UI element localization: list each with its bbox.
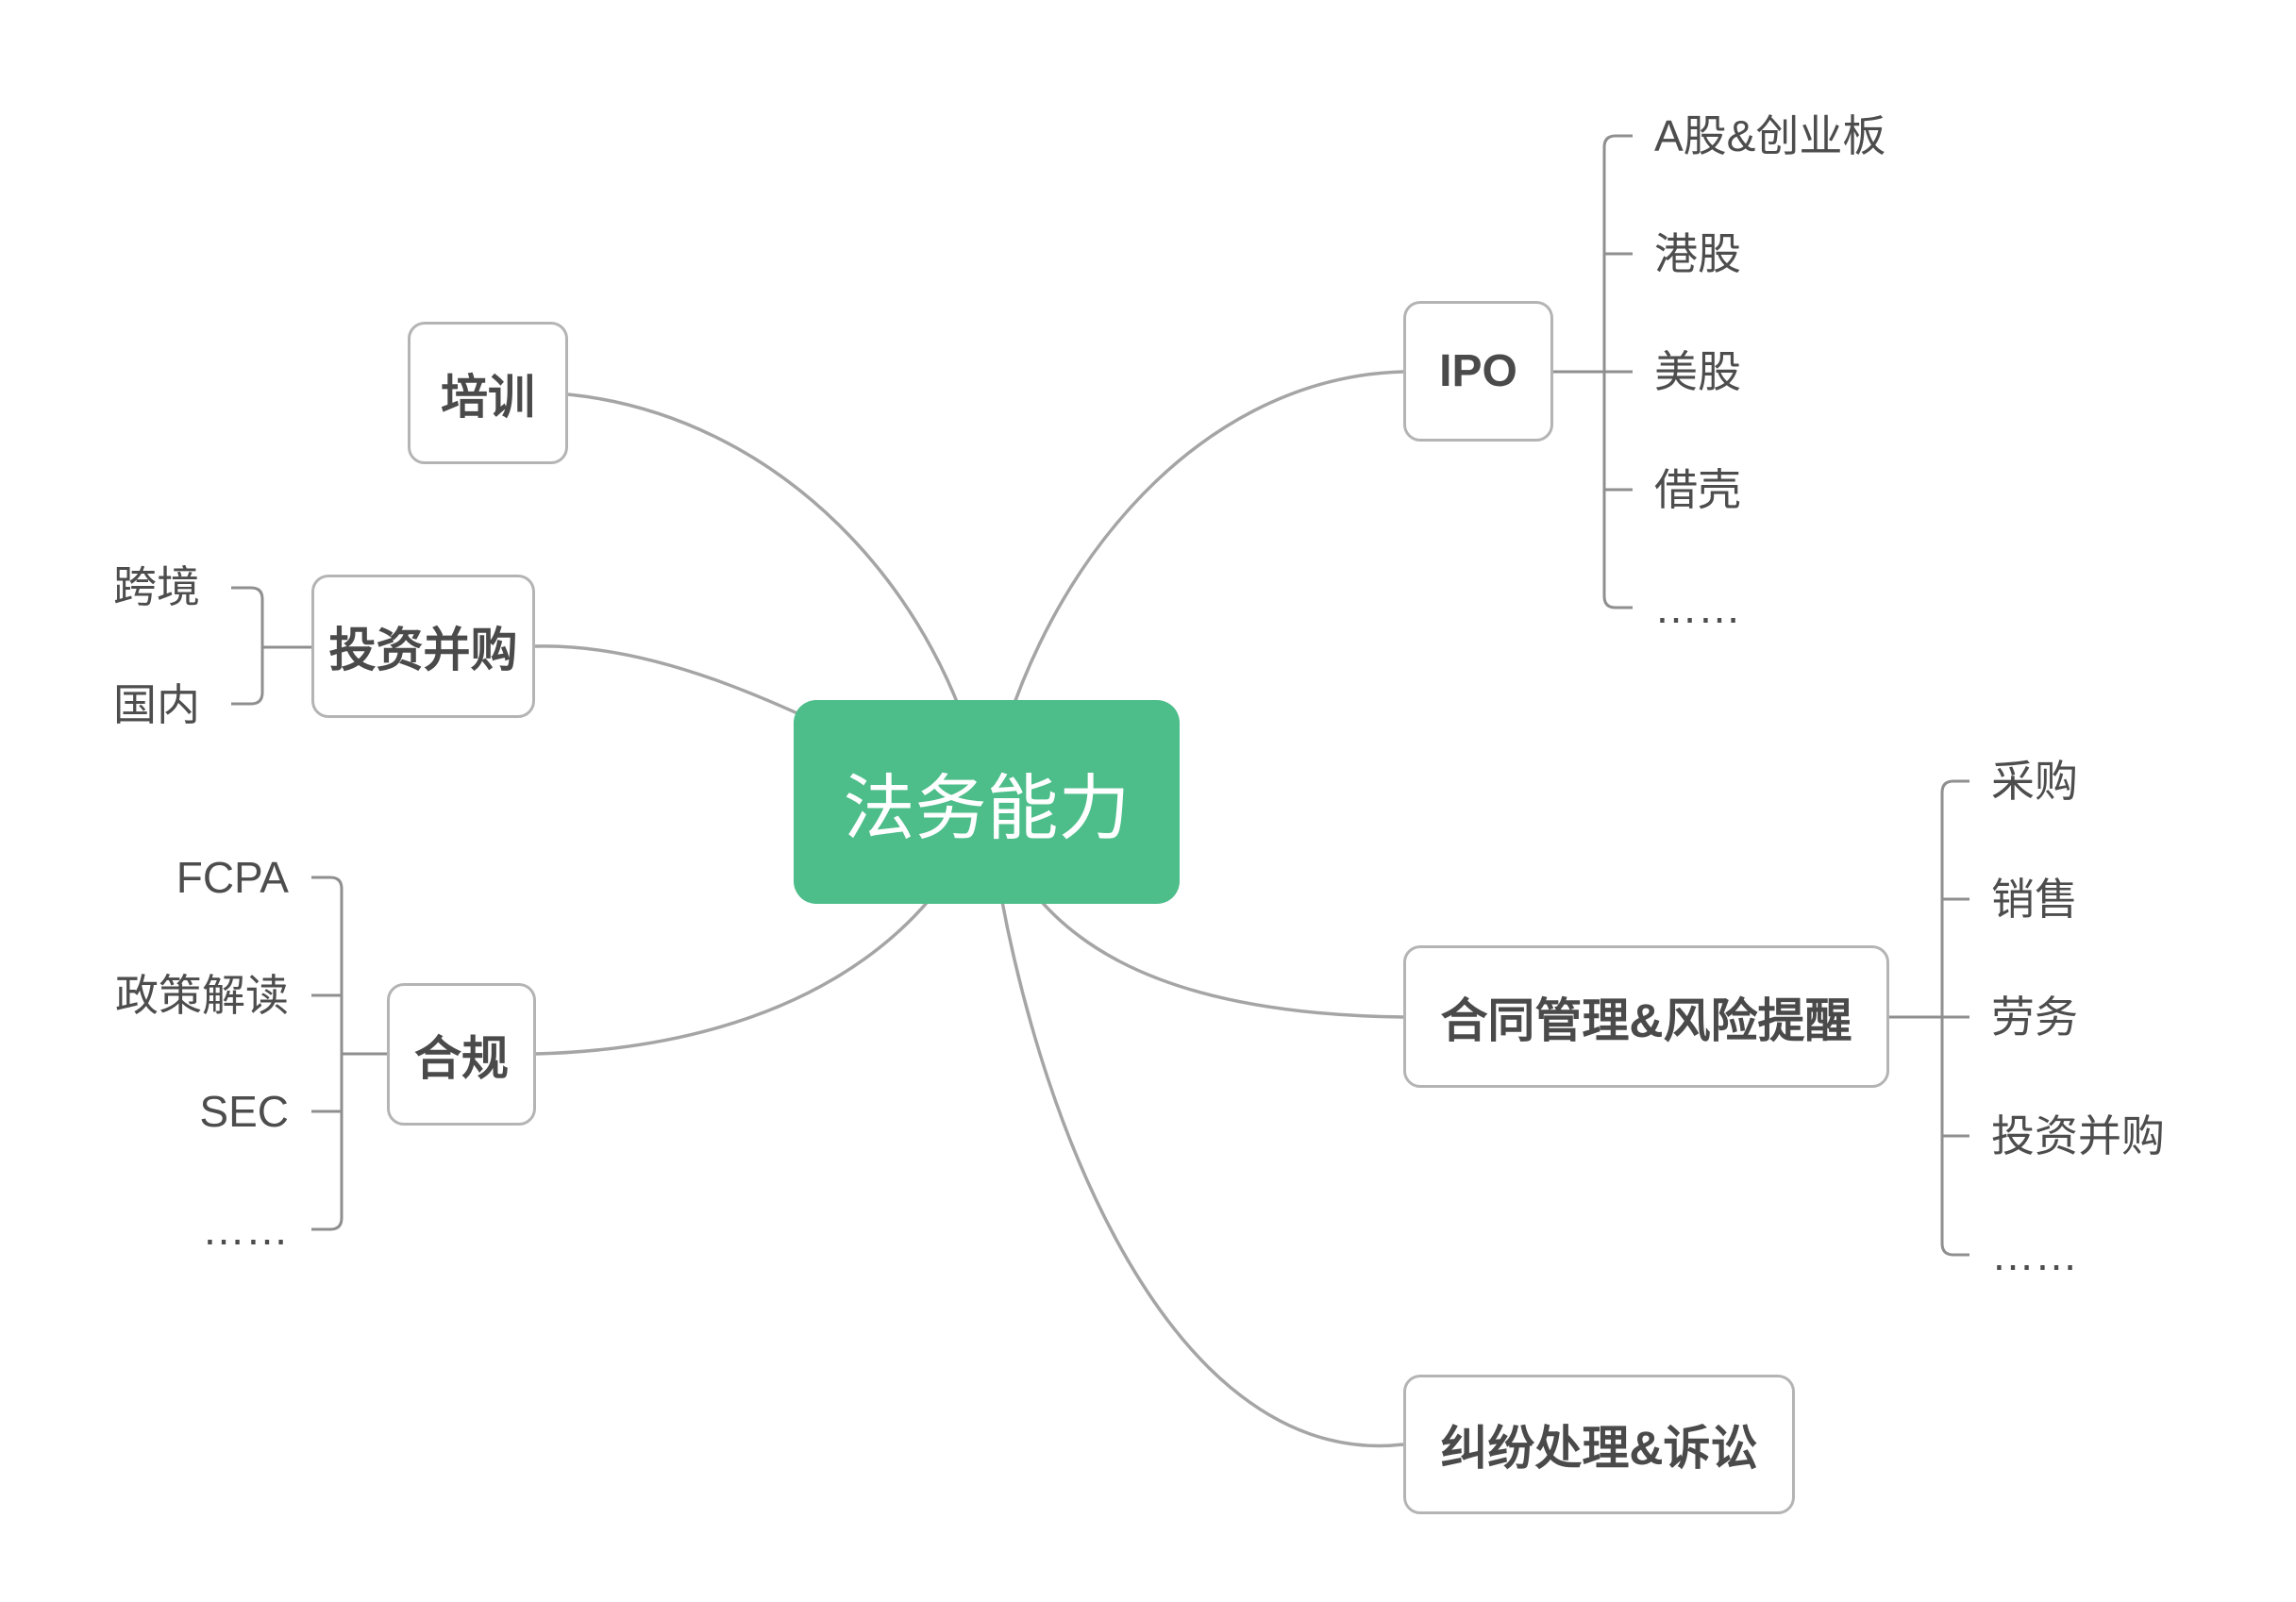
branch-node-training-label: 培训 — [441, 370, 535, 424]
bracket-invest — [231, 586, 264, 706]
leaf-compliance-policy[interactable]: 政策解读 — [115, 970, 289, 1020]
leaf-compliance-fcpa[interactable]: FCPA — [176, 852, 289, 902]
leaf-compliance-sec[interactable]: SEC — [199, 1086, 289, 1136]
branch-node-training[interactable]: 培训 — [408, 322, 568, 464]
branch-node-compliance[interactable]: 合规 — [387, 983, 536, 1126]
leaf-invest-cross-border[interactable]: 跨境 — [113, 561, 200, 611]
branch-node-investment-ma-label: 投资并购 — [328, 624, 518, 676]
leaf-contract-invest-ma[interactable]: 投资并购 — [1991, 1110, 2165, 1160]
leaf-ipo-a-share-gem[interactable]: A股&创业板 — [1654, 110, 1886, 160]
branch-node-compliance-label: 合规 — [414, 1031, 509, 1085]
leaf-contract-sales[interactable]: 销售 — [1991, 874, 2078, 924]
branch-node-ipo-label: IPO — [1439, 346, 1517, 396]
branch-node-investment-ma[interactable]: 投资并购 — [311, 575, 535, 718]
leaf-contract-procurement[interactable]: 采购 — [1991, 756, 2078, 806]
branch-node-dispute-litigation-label: 纠纷处理&诉讼 — [1440, 1422, 1758, 1475]
connector-root-dispute — [985, 801, 1404, 1448]
leaf-compliance-ellipsis[interactable]: …… — [202, 1204, 289, 1254]
leaf-ipo-ellipsis[interactable]: …… — [1654, 582, 1741, 632]
leaf-contract-ellipsis[interactable]: …… — [1991, 1229, 2078, 1279]
branch-node-dispute-litigation[interactable]: 纠纷处理&诉讼 — [1403, 1375, 1795, 1514]
branch-node-ipo[interactable]: IPO — [1403, 301, 1553, 442]
branch-node-contract-risk-label: 合同管理&风险提醒 — [1440, 993, 1852, 1047]
branch-node-contract-risk[interactable]: 合同管理&风险提醒 — [1403, 945, 1889, 1088]
leaf-invest-domestic[interactable]: 国内 — [113, 679, 200, 729]
leaf-ipo-us-stock[interactable]: 美股 — [1654, 346, 1741, 396]
bracket-compliance — [311, 876, 344, 1231]
leaf-ipo-backdoor[interactable]: 借壳 — [1654, 464, 1741, 514]
leaf-ipo-hk-stock[interactable]: 港股 — [1654, 228, 1741, 278]
leaf-contract-labor[interactable]: 劳务 — [1991, 992, 2078, 1042]
root-node-label: 法务能力 — [843, 769, 1131, 849]
root-node-legal-capability[interactable]: 法务能力 — [794, 700, 1180, 904]
